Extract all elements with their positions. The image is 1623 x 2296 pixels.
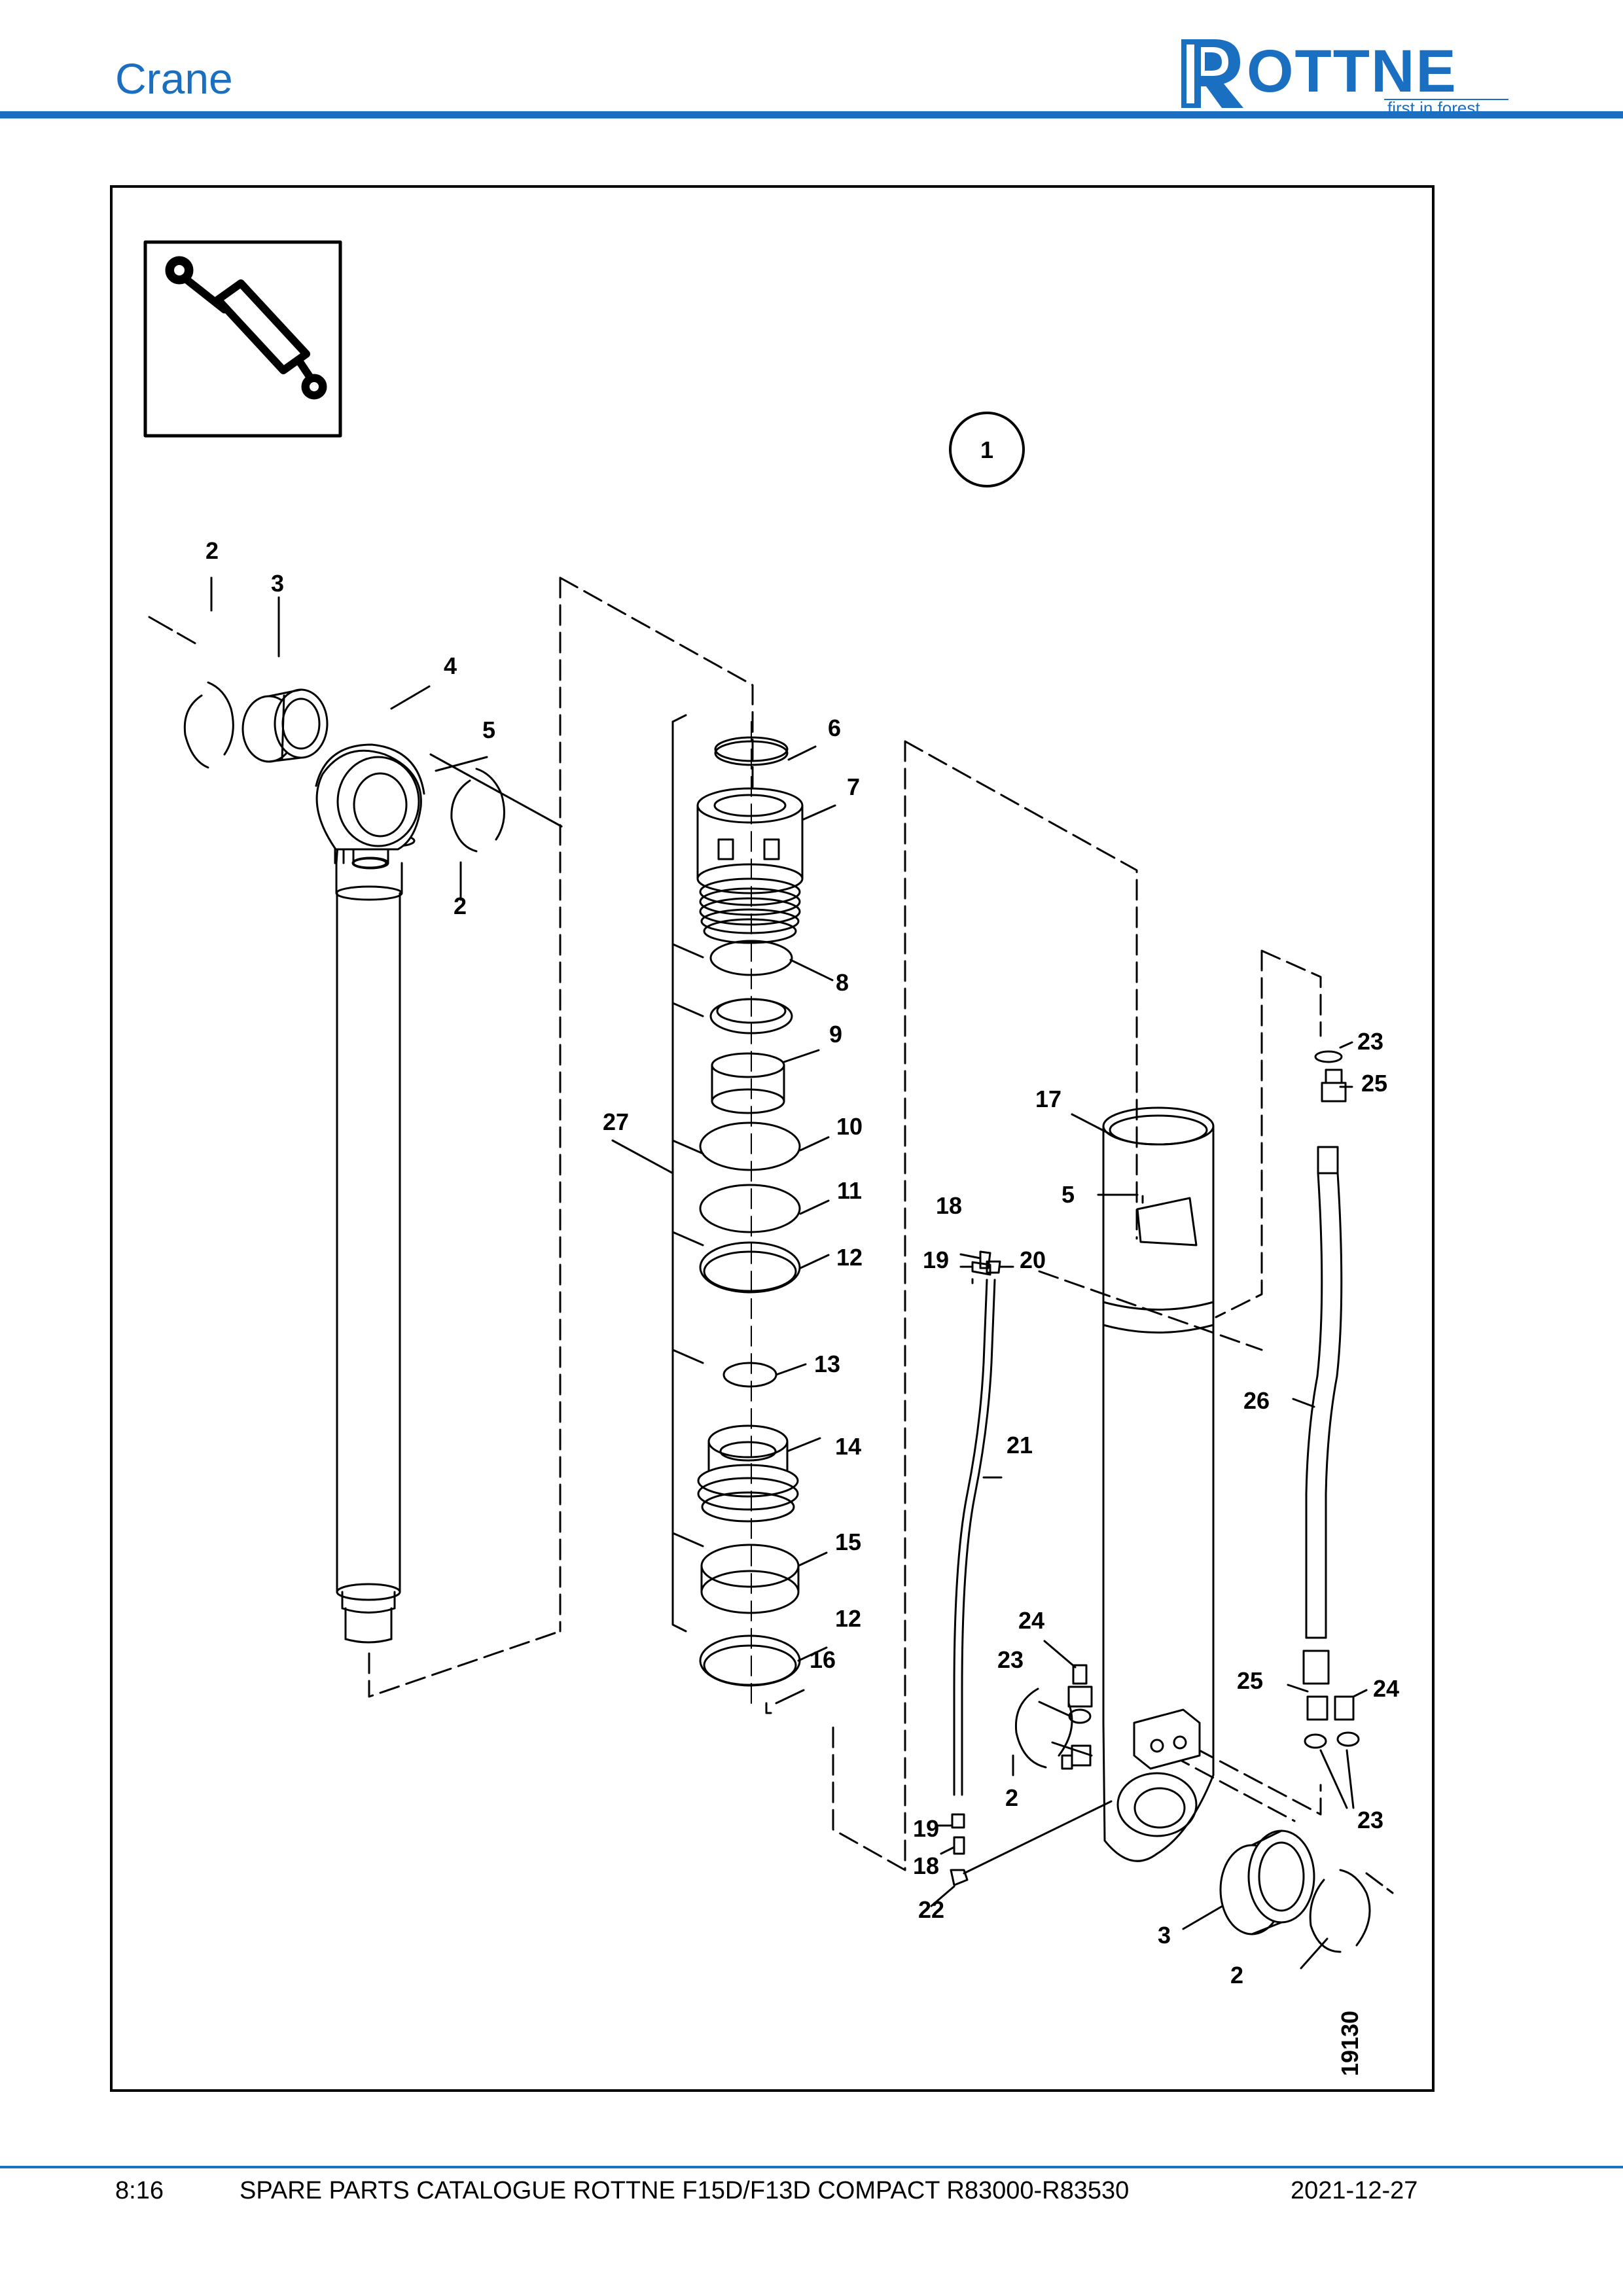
cylinder-tube-17 (1102, 1106, 1215, 1862)
piston-14 (697, 1424, 799, 1523)
callout-2: 2 (205, 537, 219, 564)
callout-18: 18 (936, 1192, 962, 1219)
callout-23: 23 (997, 1646, 1024, 1673)
view-number-label: 1 (980, 436, 993, 463)
callout-5: 5 (1061, 1181, 1075, 1208)
footer-page-number: 8:16 (115, 2177, 164, 2204)
svg-text:OTTNE: OTTNE (1247, 38, 1457, 105)
view-number-circle (949, 412, 1025, 487)
callout-22: 22 (918, 1896, 944, 1923)
callout-25: 25 (1237, 1667, 1263, 1694)
callout-19: 19 (923, 1246, 949, 1273)
guide-ring-15 (700, 1544, 800, 1614)
washer-23d (1336, 1731, 1360, 1747)
callout-3: 3 (1158, 1922, 1171, 1949)
rottne-emblem-icon (1181, 39, 1243, 108)
piston-rod (315, 743, 425, 1644)
callout-23: 23 (1357, 1807, 1383, 1833)
callout-16: 16 (810, 1646, 836, 1673)
adapter-25b (1306, 1695, 1329, 1721)
footer-rule (0, 2166, 1623, 2168)
set-screw-16 (765, 1702, 772, 1714)
rottne-logo: OTTNE first in forest (1181, 38, 1508, 118)
fitting-20 (986, 1260, 1001, 1274)
bushing-9 (711, 1052, 785, 1114)
callout-24: 24 (1373, 1675, 1399, 1702)
hose-26 (1305, 1172, 1323, 1639)
callout-2: 2 (1005, 1784, 1018, 1811)
drawing-frame (110, 185, 1435, 2092)
page-title: Crane (115, 54, 233, 103)
fitting-22 (950, 1869, 969, 1886)
callout-25: 25 (1361, 1070, 1387, 1097)
callout-24: 24 (1018, 1607, 1044, 1634)
adapter-25a (1325, 1069, 1343, 1084)
callout-3: 3 (271, 570, 284, 597)
ferrule-19a (971, 1261, 991, 1276)
callout-27: 27 (603, 1108, 629, 1135)
callout-21: 21 (1007, 1432, 1033, 1458)
callout-12: 12 (835, 1605, 861, 1632)
seal-10 (699, 1122, 801, 1171)
washer-23b (1314, 1050, 1343, 1063)
o-ring-13 (722, 1362, 777, 1388)
callout-9: 9 (829, 1021, 842, 1048)
footer-catalogue-title: SPARE PARTS CATALOGUE ROTTNE F15D/F13D C… (240, 2177, 1130, 2204)
plug-24a (1072, 1664, 1088, 1685)
gland-7 (696, 787, 804, 944)
callout-7: 7 (847, 773, 860, 800)
callout-5: 5 (482, 716, 495, 743)
ferrule-19b (951, 1813, 965, 1829)
footer-date: 2021-12-27 (1291, 2177, 1418, 2204)
callout-2: 2 (1230, 1962, 1243, 1988)
callout-4: 4 (444, 652, 457, 679)
hose-21 (953, 1279, 988, 1796)
circlip-left-upper (183, 681, 234, 769)
spherical-bearing-bottom (1219, 1829, 1315, 1935)
callout-23: 23 (1357, 1028, 1383, 1055)
callout-13: 13 (814, 1351, 840, 1377)
callout-8: 8 (836, 969, 849, 996)
callout-26: 26 (1243, 1387, 1270, 1414)
seal-11 (699, 1184, 801, 1233)
callout-17: 17 (1035, 1086, 1061, 1112)
circlip-2c (1014, 1687, 1073, 1769)
circlip-2d (1309, 1869, 1371, 1953)
spherical-bearing-left (241, 688, 329, 763)
callout-11: 11 (837, 1177, 862, 1204)
callout-6: 6 (828, 715, 841, 741)
callout-20: 20 (1020, 1246, 1046, 1273)
nipple-18a (979, 1250, 991, 1269)
callout-18: 18 (913, 1852, 939, 1879)
washer-23c (1304, 1733, 1327, 1749)
callout-12: 12 (836, 1244, 863, 1271)
plug-24b (1334, 1695, 1355, 1721)
exploded-view-drawing: 1 2 3 4 5 2 6 7 8 9 10 11 12 13 14 15 12… (143, 240, 1399, 2076)
callout-19: 19 (913, 1815, 939, 1842)
drawing-number: 19130 (1336, 2011, 1363, 2076)
hydraulic-cylinder-icon (143, 240, 342, 438)
header-rule (0, 111, 1623, 118)
callout-15: 15 (835, 1528, 861, 1555)
callout-2: 2 (454, 892, 467, 919)
callout-14: 14 (835, 1433, 861, 1460)
callout-10: 10 (836, 1113, 863, 1140)
nipple-18b (953, 1836, 965, 1855)
